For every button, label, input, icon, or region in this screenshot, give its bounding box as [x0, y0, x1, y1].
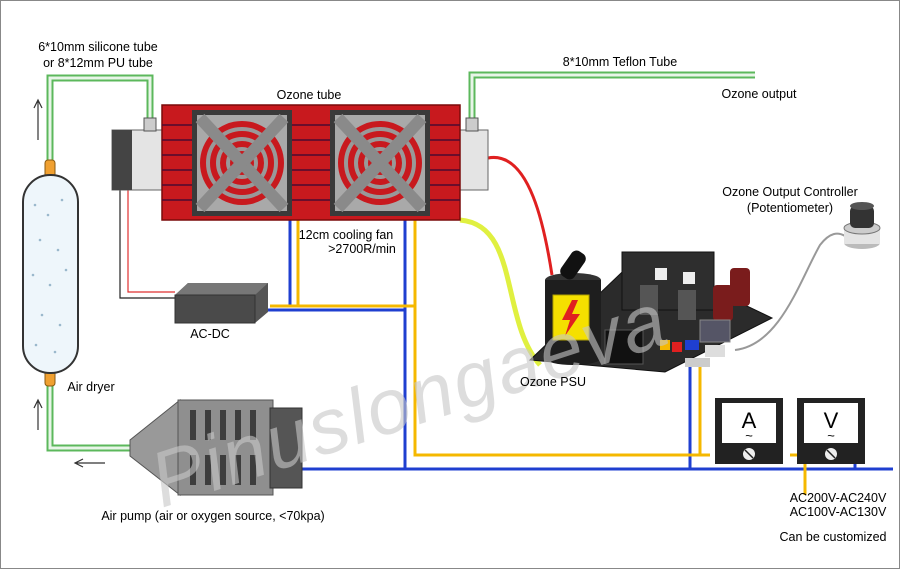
wire-black-thin [119, 190, 175, 299]
wire-hv-red [487, 156, 554, 276]
wire-hv-yellow [459, 217, 542, 367]
arrow-left [73, 458, 105, 468]
ammeter-wave: ~ [745, 428, 753, 443]
flow-arrows [33, 98, 105, 468]
label-psu: Ozone PSU [520, 375, 586, 389]
label-voltage-high: AC200V-AC240V [790, 491, 887, 505]
ozone-psu [528, 250, 774, 373]
label-fan-speed: >2700R/min [328, 242, 396, 256]
label-silicone-tube: 6*10mm silicone tube [38, 40, 158, 54]
label-potentiometer: (Potentiometer) [747, 201, 833, 215]
air-pump [129, 398, 303, 497]
arrow-up-top [33, 98, 43, 140]
label-customized: Can be customized [779, 530, 886, 544]
acdc-converter [174, 283, 268, 324]
wire-red-thin [127, 190, 175, 293]
label-pu-tube: or 8*12mm PU tube [43, 56, 153, 70]
voltmeter-symbol: V [824, 408, 839, 433]
cooling-fan-2 [330, 110, 430, 216]
tubing [46, 71, 755, 452]
label-fan: 12cm cooling fan [299, 228, 394, 242]
voltmeter [797, 398, 865, 464]
wire-pot [734, 232, 846, 351]
wiring [119, 156, 893, 495]
label-controller: Ozone Output Controller [722, 185, 858, 199]
ammeter-symbol: A [742, 408, 757, 433]
air-dryer [22, 159, 79, 387]
voltmeter-wave: ~ [827, 428, 835, 443]
arrow-up-bottom [33, 398, 43, 430]
label-ozone-tube: Ozone tube [277, 88, 342, 102]
label-voltage-low: AC100V-AC130V [790, 505, 887, 519]
label-air-pump: Air pump (air or oxygen source, <70kpa) [101, 509, 324, 523]
label-ozone-output: Ozone output [721, 87, 797, 101]
label-acdc: AC-DC [190, 327, 230, 341]
ammeter [715, 398, 783, 464]
potentiometer [843, 202, 881, 249]
ozone-tube [111, 104, 489, 221]
label-teflon-tube: 8*10mm Teflon Tube [563, 55, 677, 69]
cooling-fan-1 [192, 110, 292, 216]
wire-yellow-main [413, 215, 710, 457]
label-air-dryer: Air dryer [67, 380, 114, 394]
